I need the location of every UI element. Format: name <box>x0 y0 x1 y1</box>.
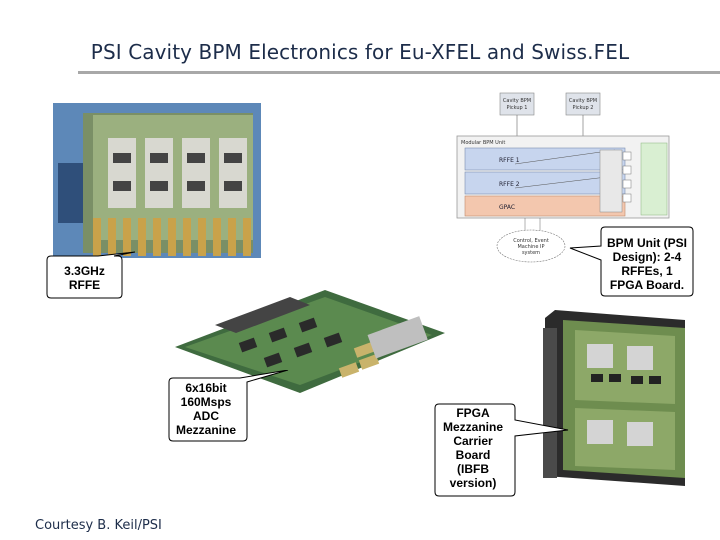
rffe-callout-text: 3.3GHz RFFE <box>47 264 122 292</box>
rffe2-label: RFFE 2 <box>499 181 520 188</box>
adc-callout-text: 6x16bit 160Msps ADC Mezzanine <box>170 381 242 437</box>
rffe-callout-line2: RFFE <box>68 278 101 292</box>
fpga-line6: version) <box>449 476 497 490</box>
adc-line3: ADC <box>193 409 219 423</box>
fpga-line4: Board <box>455 448 491 462</box>
cloud-line2: Machine IP <box>517 244 544 250</box>
bpm-unit-diagram: Cavity BPM Pickup 1 Cavity BPM Pickup 2 … <box>455 88 703 266</box>
adc-line1: 6x16bit <box>185 381 227 395</box>
adc-line4: Mezzanine <box>175 423 236 437</box>
cloud-line1: Control, Event <box>513 238 549 244</box>
pickup2-label-line1: Cavity BPM <box>569 98 597 104</box>
pickup1-label-line1: Cavity BPM <box>503 98 531 104</box>
bpm-unit-line2: Design): 2-4 <box>612 250 682 264</box>
pickup2-label-line2: Pickup 2 <box>573 105 594 111</box>
rffe-board-photo <box>53 103 261 258</box>
unit-title: Modular BPM Unit <box>461 140 505 146</box>
rffe-callout-line1: 3.3GHz <box>64 264 105 278</box>
fpga-line1: FPGA <box>456 406 490 420</box>
fpga-line2: Mezzanine <box>442 420 503 434</box>
slide-title: PSI Cavity BPM Electronics for Eu-XFEL a… <box>90 40 630 64</box>
bpm-unit-callout-text: BPM Unit (PSI Design): 2-4 RFFEs, 1 FPGA… <box>603 236 691 292</box>
fpga-carrier-photo <box>535 308 705 488</box>
fpga-line3: Carrier <box>453 434 493 448</box>
adc-line2: 160Msps <box>180 395 232 409</box>
cloud-line3: system <box>522 250 540 256</box>
slide-footer: Courtesy B. Keil/PSI <box>35 518 162 533</box>
fpga-line5: (IBFB <box>457 462 489 476</box>
pickup1-label-line2: Pickup 1 <box>507 105 528 111</box>
bpm-unit-callout <box>569 226 694 297</box>
fpga-callout <box>434 403 569 497</box>
bpm-unit-line4: FPGA Board. <box>609 278 685 292</box>
bpm-unit-line3: RFFEs, 1 <box>621 264 673 278</box>
gpac-label: GPAC <box>499 204 515 211</box>
title-rule <box>78 71 720 74</box>
adc-callout <box>168 370 289 442</box>
bpm-unit-line1: BPM Unit (PSI <box>607 236 687 250</box>
rffe-callout <box>46 251 135 299</box>
adc-mezzanine-photo <box>170 285 450 395</box>
rffe1-label: RFFE 1 <box>499 157 520 164</box>
fpga-callout-text: FPGA Mezzanine Carrier Board (IBFB versi… <box>438 406 508 490</box>
